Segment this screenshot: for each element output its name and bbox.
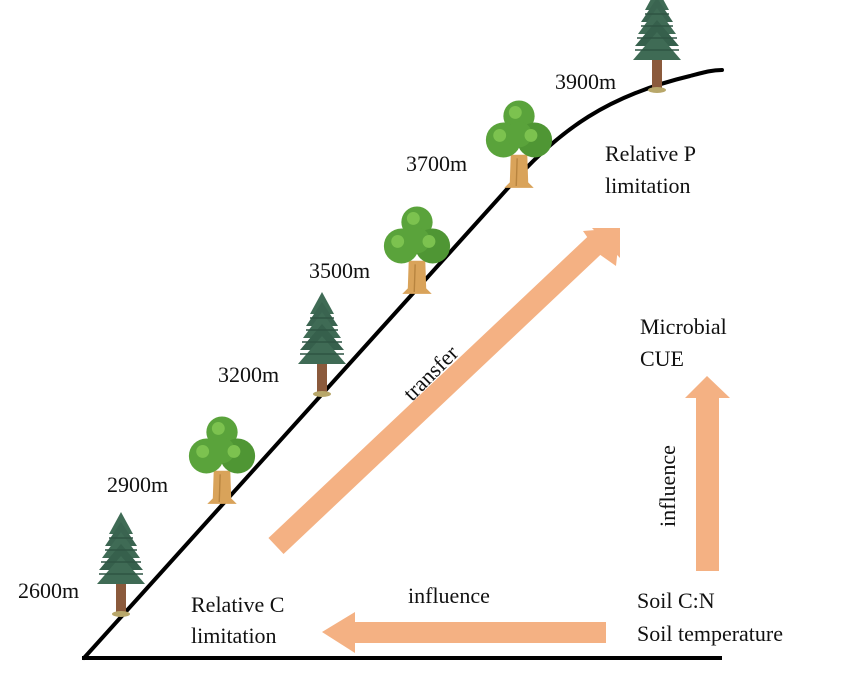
influence-up-arrow [685, 376, 730, 571]
svg-text:CUE: CUE [640, 346, 684, 371]
broadleaf-tree-icon [188, 415, 256, 505]
elevation-label: 3200m [218, 362, 279, 387]
conifer-tree-icon [297, 291, 347, 398]
transfer-arrow [268, 228, 620, 554]
influence-left-label: influence [408, 583, 490, 608]
svg-text:Soil temperature: Soil temperature [637, 621, 783, 646]
elevation-label: 2600m [18, 578, 79, 603]
elevation-label: 3500m [309, 258, 370, 283]
mountain-slope-line [82, 68, 724, 660]
node-microbial-cue: Microbial CUE [640, 314, 727, 371]
svg-text:Relative P: Relative P [605, 141, 696, 166]
elevation-label: 3900m [555, 69, 616, 94]
svg-text:Soil C:N: Soil C:N [637, 588, 715, 613]
svg-text:limitation: limitation [605, 173, 691, 198]
svg-text:limitation: limitation [191, 623, 277, 648]
influence-up-label: influence [655, 445, 680, 527]
broadleaf-tree-icon [485, 99, 553, 189]
node-relative-c-limitation: Relative C limitation [191, 592, 284, 648]
elevation-label: 2900m [107, 472, 168, 497]
influence-left-arrow [322, 612, 606, 653]
elevation-label: 3700m [406, 151, 467, 176]
svg-text:Relative C: Relative C [191, 592, 284, 617]
node-soil-factors: Soil C:N Soil temperature [637, 588, 783, 646]
svg-text:Microbial: Microbial [640, 314, 727, 339]
node-relative-p-limitation: Relative P limitation [605, 141, 696, 198]
broadleaf-tree-icon [383, 205, 451, 295]
